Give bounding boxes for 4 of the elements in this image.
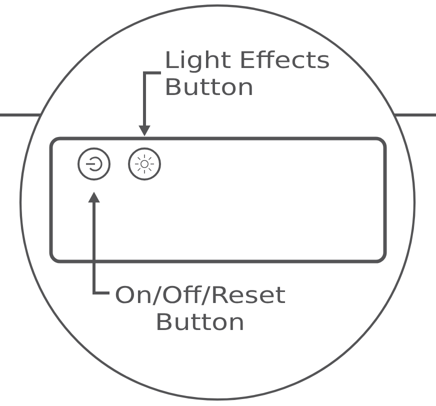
- callout-label: Light Effects Button: [166, 50, 329, 96]
- power-button-icon: [78, 148, 110, 180]
- light-button-icon: [128, 148, 161, 180]
- callout-label: On/Off/Reset Button: [116, 286, 286, 330]
